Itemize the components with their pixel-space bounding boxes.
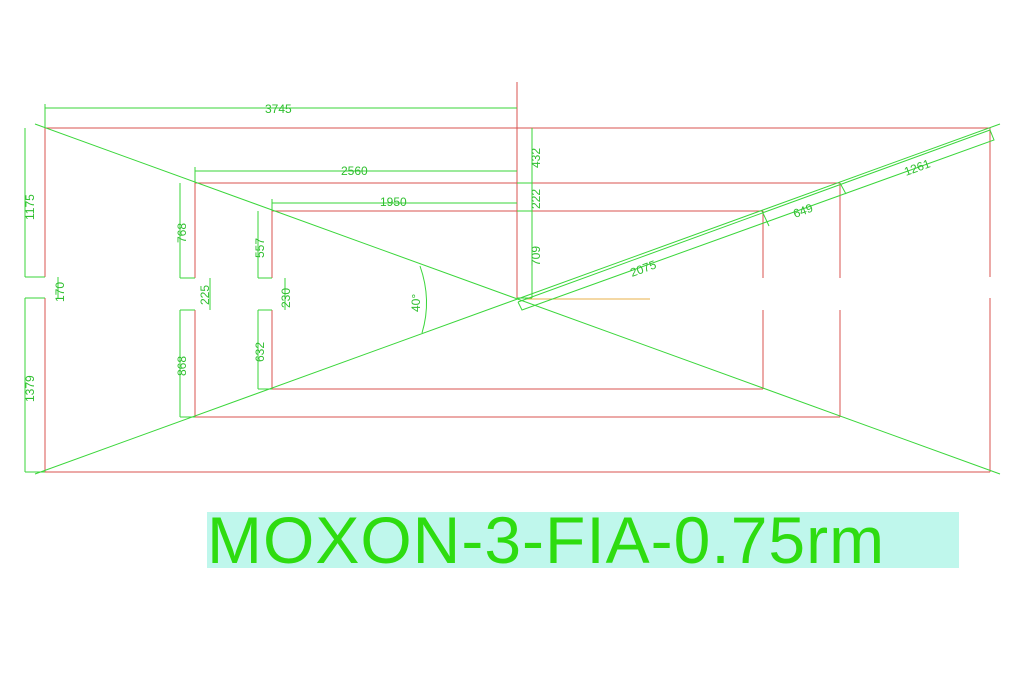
dim-center-432: 432: [529, 148, 543, 168]
dim-mid-width: 2560: [341, 164, 368, 178]
dim-gap-mid: 225: [198, 285, 212, 305]
angle-arc: [419, 265, 428, 334]
dim-outer-width: 3745: [265, 102, 292, 116]
drawing-title: MOXON-3-FIA-0.75rm: [207, 503, 886, 577]
dim-inner-bottom: 632: [253, 342, 267, 362]
title-highlight: [207, 512, 959, 568]
dim-angle: 40°: [409, 294, 423, 312]
dim-diag-mid: 649: [791, 201, 815, 221]
horizontal-dimensions: [44, 104, 517, 211]
dim-outer-top: 1175: [23, 194, 37, 220]
diagonal-lines: [34, 123, 1001, 475]
dim-inner-width: 1950: [380, 195, 407, 209]
dim-inner-top: 557: [253, 238, 267, 258]
dim-gap-inner: 230: [279, 288, 293, 308]
dim-mid-bottom: 868: [175, 356, 189, 376]
dim-center-709: 709: [529, 246, 543, 266]
dim-gap-outer: 170: [53, 282, 67, 302]
dim-center-222: 222: [529, 189, 543, 209]
dim-mid-top: 768: [175, 223, 189, 243]
dim-diag-outer: 1261: [902, 156, 932, 178]
vertical-dimensions: [24, 128, 533, 473]
dim-diag-inner: 2075: [628, 257, 658, 279]
dim-outer-bottom: 1379: [23, 375, 37, 402]
